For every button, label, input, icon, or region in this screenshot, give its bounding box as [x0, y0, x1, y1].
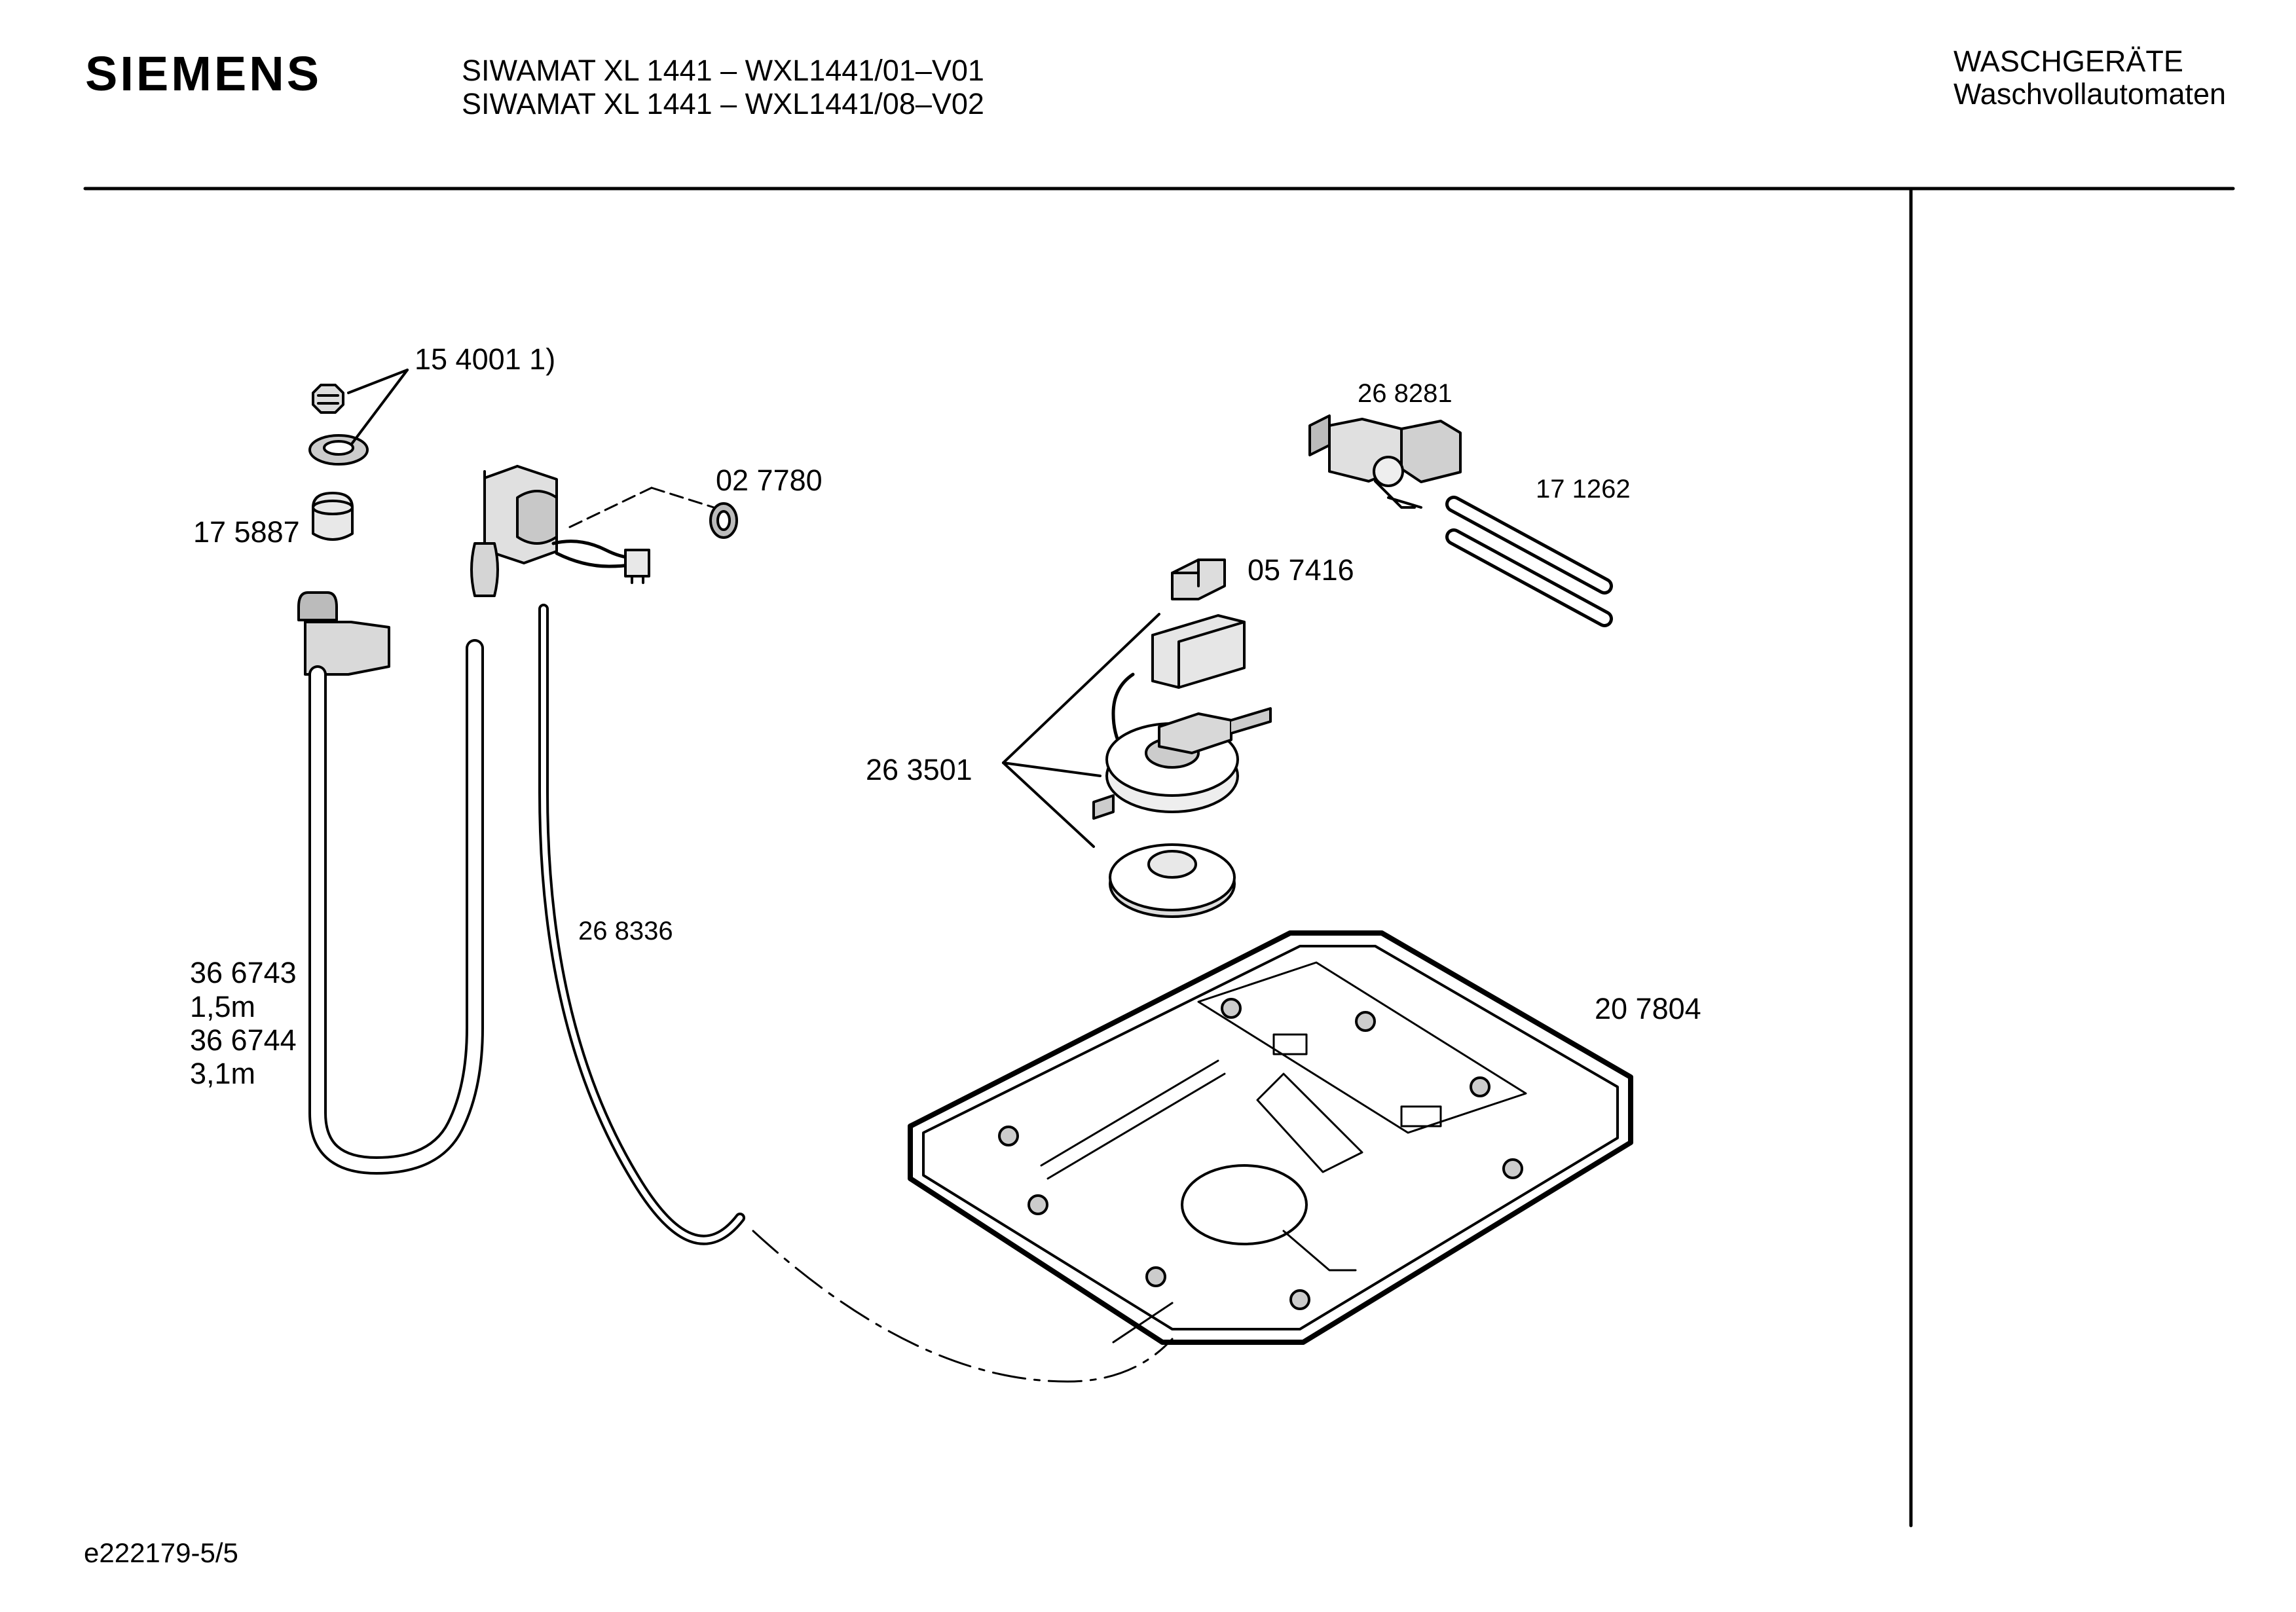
inlet-hose-part	[297, 591, 484, 1175]
leader-154001-b	[350, 369, 409, 445]
part-label-171262: 17 1262	[1536, 475, 1631, 504]
subcategory-title: Waschvollautomaten	[1953, 77, 2227, 111]
part-label-057416: 05 7416	[1248, 553, 1354, 587]
part-label-154001: 15 4001 1)	[415, 342, 556, 376]
leader-263501-c	[1002, 761, 1095, 848]
leader-027780	[650, 486, 715, 509]
part-label-027780: 02 7780	[716, 464, 823, 497]
base-plate-part	[908, 930, 1633, 1345]
part-label-175887: 17 5887	[193, 515, 300, 549]
connection-tubes-part	[1445, 496, 1613, 627]
part-label-366744: 36 6744	[190, 1023, 297, 1057]
model-line-1: SIWAMAT XL 1441 – WXL1441/01–V01	[462, 54, 984, 87]
seal-ring-part	[709, 502, 738, 539]
leader-263501-a	[1002, 613, 1160, 764]
pressure-switch-part	[1092, 614, 1272, 820]
model-line-2: SIWAMAT XL 1441 – WXL1441/08–V02	[462, 87, 984, 120]
hose-plug-part	[312, 492, 354, 541]
leader-154001-a	[347, 369, 409, 394]
part-label-263501: 26 3501	[866, 753, 972, 786]
category-title: WASCHGERÄTE	[1953, 45, 2183, 78]
solenoid-valve-part	[1308, 414, 1462, 509]
diaphragm-part	[1109, 843, 1236, 918]
hose-length-1: 1,5m	[190, 990, 256, 1023]
tube-route-line	[752, 1230, 1174, 1383]
brand-logo: SIEMENS	[85, 46, 322, 101]
part-label-268281: 26 8281	[1358, 379, 1453, 408]
aquastop-valve-part	[470, 465, 650, 597]
pressure-tube-part	[538, 604, 745, 1245]
drawing-id: e222179-5/5	[84, 1537, 238, 1568]
hose-length-2: 3,1m	[190, 1057, 256, 1090]
part-label-207804: 20 7804	[1595, 992, 1701, 1025]
cap-nut-part	[312, 384, 344, 414]
part-label-268336: 26 8336	[578, 917, 673, 945]
washer-part	[308, 434, 369, 466]
connector-part	[1171, 559, 1226, 600]
leader-263501-b	[1002, 761, 1102, 777]
part-label-366743: 36 6743	[190, 956, 297, 989]
